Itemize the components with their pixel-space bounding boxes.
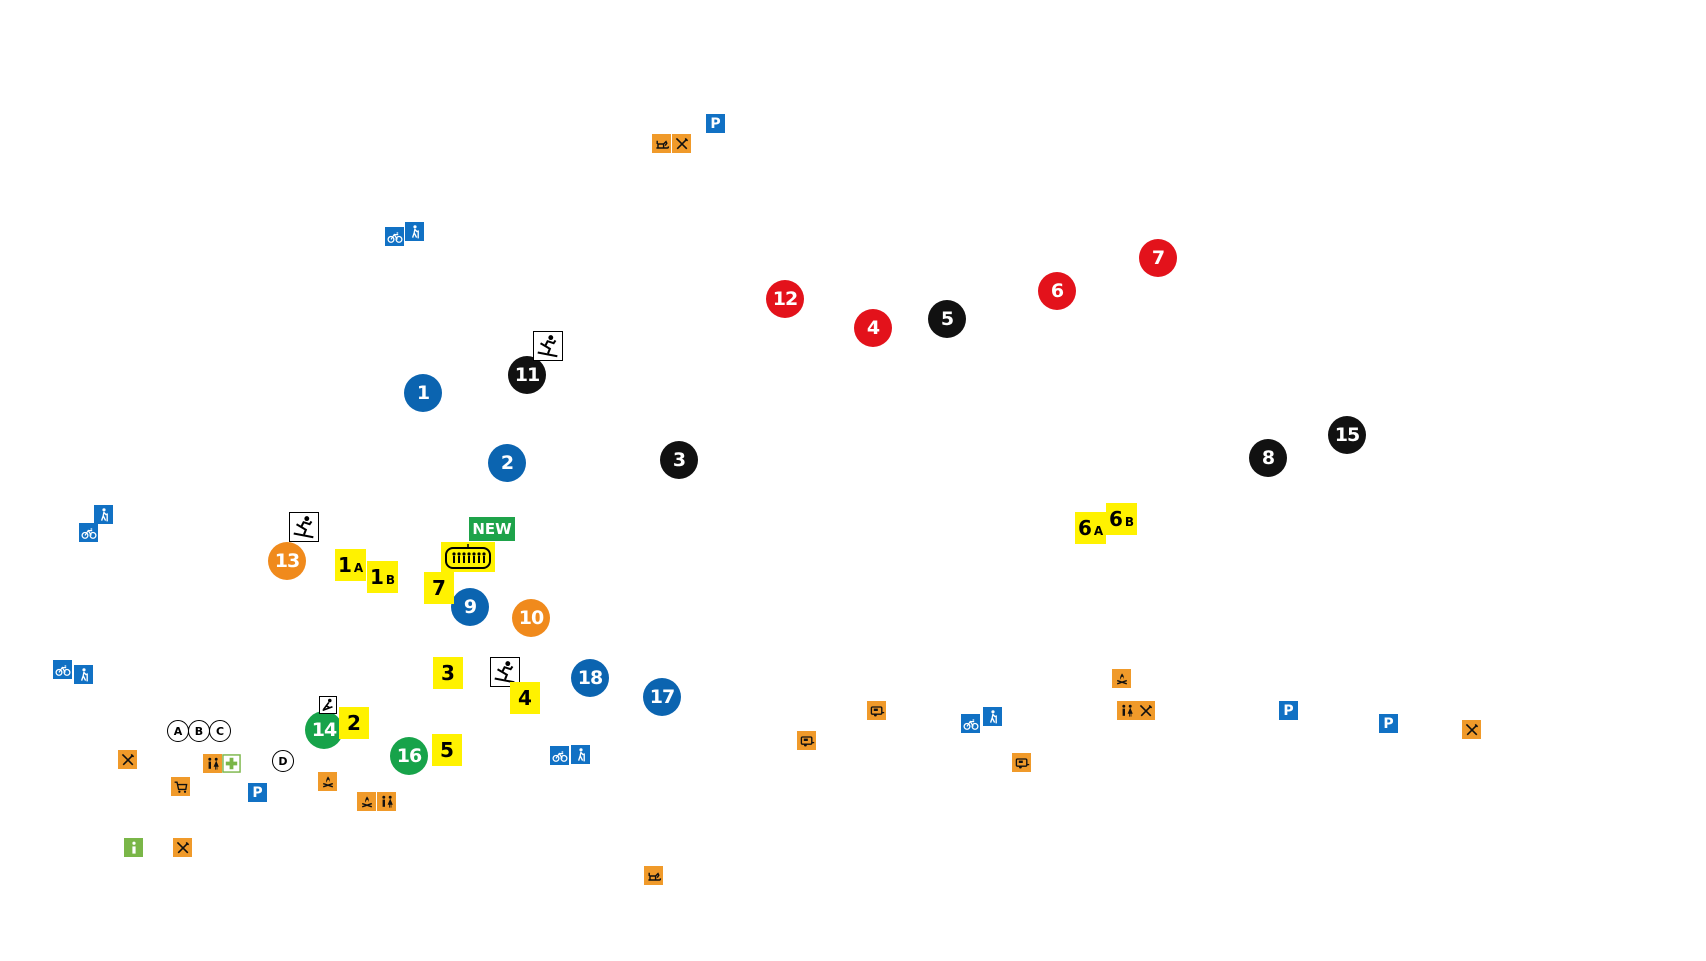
lift-5[interactable]: 5 (432, 734, 462, 766)
campfire-icon (357, 792, 376, 811)
run-red-7[interactable]: 7 (1139, 239, 1177, 277)
restaurant-icon (672, 134, 691, 153)
hiking-icon (983, 707, 1002, 726)
lift-7[interactable]: 7 (424, 572, 454, 604)
snowpark-icon[interactable] (533, 331, 563, 361)
bike-icon (961, 714, 980, 733)
lift-number: 6 (1109, 507, 1123, 531)
bike-icon (550, 746, 569, 765)
sleigh-icon (644, 866, 663, 885)
caravan-icon (1012, 753, 1031, 772)
restaurant-icon (173, 838, 192, 857)
run-black-8[interactable]: 8 (1249, 439, 1287, 477)
run-green-14[interactable]: 14 (305, 711, 343, 749)
lift-3[interactable]: 3 (433, 657, 463, 689)
parking-icon: P (706, 114, 725, 133)
new-badge: NEW (469, 517, 515, 541)
toilet-icon (377, 792, 396, 811)
restaurant-icon (118, 750, 137, 769)
lift-number: 1 (338, 553, 352, 577)
lift-sub: B (385, 573, 396, 587)
caravan-icon (797, 731, 816, 750)
parking-icon: P (1279, 701, 1298, 720)
restaurant-icon (1136, 701, 1155, 720)
run-blue-17[interactable]: 17 (643, 678, 681, 716)
sleigh-icon (652, 134, 671, 153)
zone-d: D (272, 750, 294, 772)
gondola-icon[interactable] (441, 542, 495, 572)
run-black-15[interactable]: 15 (1328, 416, 1366, 454)
caravan-icon (867, 701, 886, 720)
hiking-icon (405, 222, 424, 241)
lift-number: 6 (1078, 516, 1092, 540)
run-red-12[interactable]: 12 (766, 280, 804, 318)
parking-icon: P (1379, 714, 1398, 733)
ski-school-icon (319, 696, 337, 714)
restaurant-icon (1462, 720, 1481, 739)
run-black-5[interactable]: 5 (928, 300, 966, 338)
run-green-16[interactable]: 16 (390, 737, 428, 775)
campfire-icon (1112, 669, 1131, 688)
lift-sub: B (1124, 515, 1135, 529)
lift-4[interactable]: 4 (510, 682, 540, 714)
lift-number: 1 (370, 565, 384, 589)
bike-icon (53, 660, 72, 679)
campfire-icon (318, 772, 337, 791)
parking-icon: P (248, 783, 267, 802)
run-blue-18[interactable]: 18 (571, 659, 609, 697)
zone-a: A (167, 720, 189, 742)
hiking-icon (571, 745, 590, 764)
zone-b: B (188, 720, 210, 742)
lift-sub: A (353, 561, 364, 575)
hiking-icon (94, 505, 113, 524)
run-red-4[interactable]: 4 (854, 309, 892, 347)
run-black-3[interactable]: 3 (660, 441, 698, 479)
run-black-11[interactable]: 11 (508, 356, 546, 394)
info-icon (124, 838, 143, 857)
snowpark-icon[interactable] (490, 657, 520, 687)
lift-sub: A (1093, 524, 1104, 538)
bike-icon (79, 523, 98, 542)
first-aid-icon (222, 754, 241, 773)
snowpark-icon[interactable] (289, 512, 319, 542)
zone-c: C (209, 720, 231, 742)
run-blue-2[interactable]: 2 (488, 444, 526, 482)
toilet-icon (203, 754, 222, 773)
run-blue-9[interactable]: 9 (451, 588, 489, 626)
bike-icon (385, 227, 404, 246)
run-blue-1[interactable]: 1 (404, 374, 442, 412)
toilet-icon (1117, 701, 1136, 720)
run-orange-13[interactable]: 13 (268, 542, 306, 580)
hiking-icon (74, 665, 93, 684)
run-orange-10[interactable]: 10 (512, 599, 550, 637)
lift-2[interactable]: 2 (339, 707, 369, 739)
shop-icon (171, 777, 190, 796)
run-red-6[interactable]: 6 (1038, 272, 1076, 310)
